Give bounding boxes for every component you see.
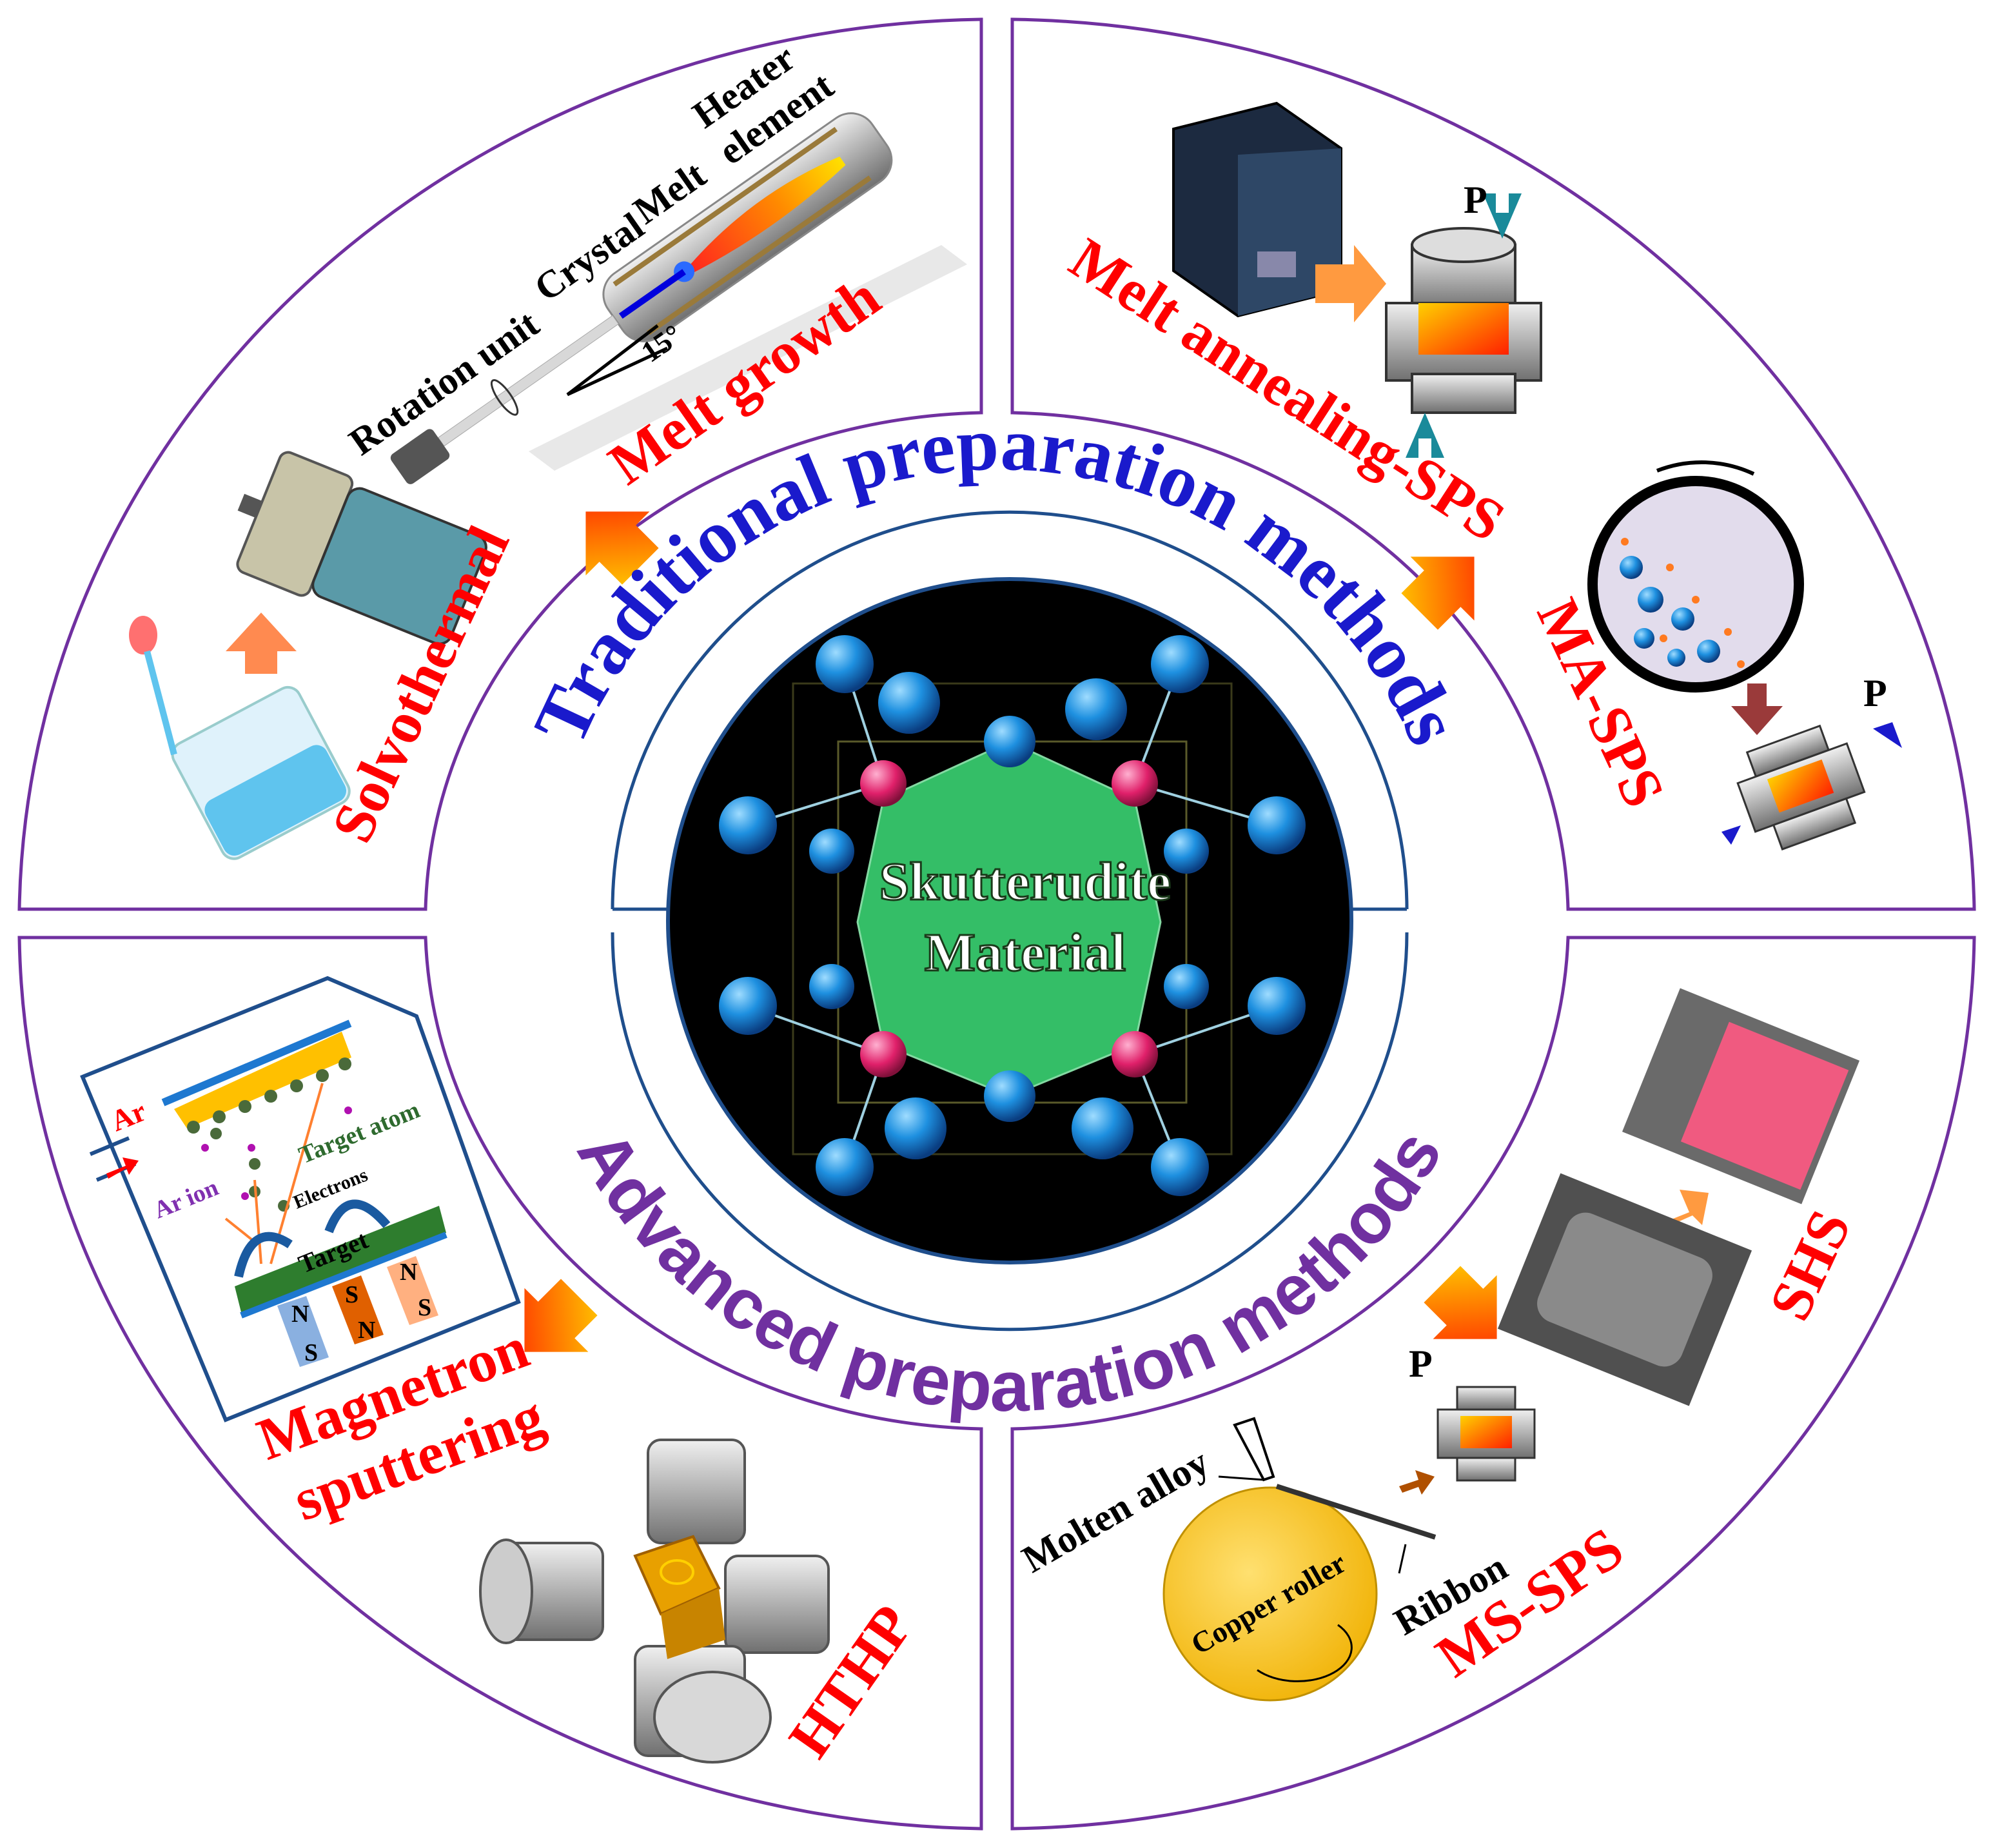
ar-inlet-arrow-icon	[106, 1157, 139, 1179]
sps-die-icon	[1437, 1386, 1536, 1482]
ribbon-icon	[1275, 1484, 1437, 1540]
center-title-line2: Material	[925, 923, 1126, 983]
magnet-peach	[387, 1256, 438, 1325]
arrow-icon	[1731, 683, 1783, 735]
skutterudite-crystal-structure	[719, 635, 1306, 1196]
arrow-to-melt-annealing	[1401, 556, 1475, 630]
sps-die-icon	[1385, 193, 1542, 458]
autoclave-icon	[236, 451, 487, 645]
nozzle-icon	[1233, 1417, 1275, 1482]
shs-product-photo	[1622, 988, 1860, 1204]
pressure-label: P	[1409, 1342, 1433, 1385]
ball-mill-apparatus: P	[1587, 460, 1902, 851]
solvothermal-apparatus	[129, 451, 487, 860]
magnet-pole-s: S	[418, 1294, 431, 1321]
shs-precursor-photo	[1497, 1173, 1752, 1406]
magnet-pole-n: N	[291, 1301, 309, 1328]
pink-atoms	[860, 760, 1158, 1077]
beaker-icon	[171, 685, 351, 860]
target-bar	[235, 1206, 446, 1312]
arrow-icon	[1399, 1470, 1435, 1495]
magnetron-sputtering-apparatus: N S S N N S Ar Ar ion Target atom Electr…	[80, 976, 521, 1422]
magnet-orange	[332, 1275, 384, 1344]
magnet-pole-s: S	[304, 1339, 318, 1366]
blue-atoms	[719, 635, 1306, 1196]
center-ring-top	[611, 510, 1409, 910]
center-title-line1: Skutterudite	[879, 852, 1172, 912]
sps-die-icon	[1736, 724, 1866, 851]
magnet-blue	[277, 1296, 329, 1367]
magnet-pole-s: S	[345, 1281, 358, 1308]
pressure-label: P	[1464, 179, 1487, 221]
pressure-label: P	[1863, 672, 1887, 714]
ball-mill-jar-icon	[1587, 476, 1804, 693]
arrow-to-ms-sps	[1424, 1266, 1497, 1339]
melt-growth-apparatus	[390, 112, 967, 484]
magnet-pole-n: N	[400, 1259, 417, 1286]
hthp-press-icon	[479, 1439, 830, 1764]
melt-annealing-apparatus: P	[1172, 101, 1542, 458]
center-ring-bottom	[611, 932, 1409, 1332]
shs-samples	[1497, 988, 1860, 1406]
arrow-icon	[1315, 245, 1386, 322]
magnet-pole-n: N	[358, 1317, 375, 1344]
copper-roller-icon	[1162, 1486, 1378, 1702]
arrow-icon	[226, 613, 297, 674]
dropper-icon	[129, 616, 177, 756]
arrow-icon	[1657, 1190, 1709, 1228]
rotation-arrow-icon	[1656, 460, 1755, 476]
